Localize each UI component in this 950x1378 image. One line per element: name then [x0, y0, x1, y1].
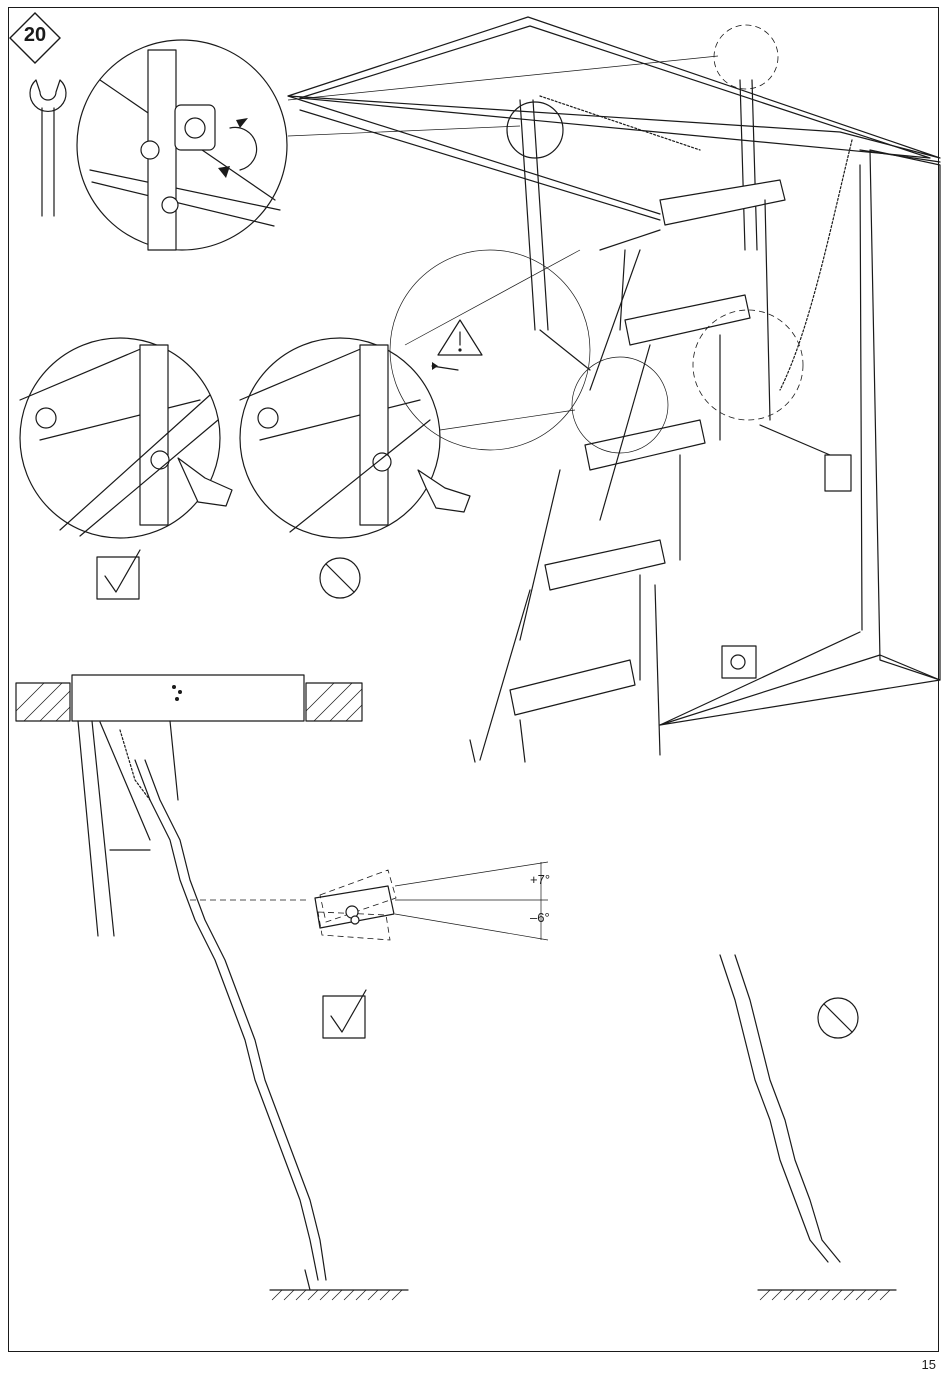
- prohibited-icon-bottom: [818, 998, 858, 1038]
- check-box-icon-bottom: [323, 990, 366, 1038]
- page-number: 15: [922, 1357, 936, 1372]
- ladder-side-not-ok: [720, 955, 896, 1300]
- angle-up-label: +7°: [530, 872, 550, 887]
- prohibited-icon: [320, 558, 360, 598]
- dashed-reference-circle: [714, 25, 778, 89]
- ladder-side-ok: [78, 721, 408, 1300]
- ladder-perspective: [470, 180, 851, 762]
- angle-down-label: –6°: [530, 910, 550, 925]
- ceiling-section: [16, 675, 362, 721]
- detail-circle-nut: [77, 40, 718, 250]
- hinge-detail-circle: [390, 250, 590, 450]
- detail-circle-ok: [20, 338, 232, 538]
- wrench-icon: [30, 80, 66, 216]
- warning-icon: [432, 320, 482, 370]
- check-box-icon: [97, 550, 140, 599]
- detail-circle-not-ok: [240, 338, 470, 538]
- angle-bracket-detail: [190, 862, 548, 940]
- spring-assembly: [507, 80, 852, 390]
